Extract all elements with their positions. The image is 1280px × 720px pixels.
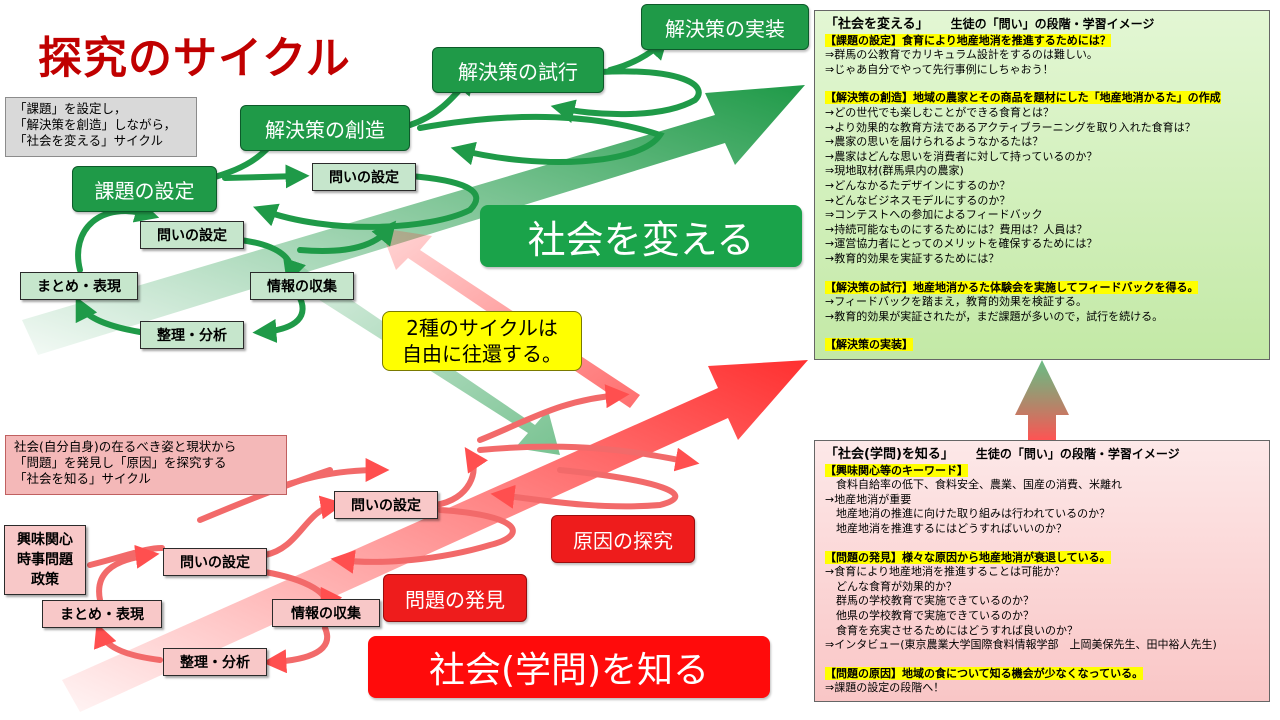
- green-loop-jouhou: [237, 237, 306, 285]
- section-label: 【課題の設定】食育により地産地消を推進するためには？: [825, 33, 1111, 47]
- panel-section-mondai: 【問題の発見】様々な原因から地産地消が衰退している。 →食育により地産地消を推進…: [825, 550, 1259, 653]
- panel-section-keywords: 【興味関心等のキーワード】 食料自給率の低下、食料安全、農業、国産の消費、米離れ…: [825, 463, 1259, 537]
- panel-link-arrow: [1015, 360, 1069, 440]
- section-line: →地産地消が重要: [825, 492, 912, 506]
- section-line: →どの世代でも楽しむことができる食育とは？: [825, 105, 1054, 119]
- box-kaiketsu-jissou: 解決策の実装: [641, 4, 809, 50]
- box-red-seiri: 整理・分析: [163, 648, 267, 676]
- panel-change-society: 「社会を変える」生徒の「問い」の段階・学習イメージ 【課題の設定】食育により地産…: [814, 10, 1270, 360]
- section-line: どんな食育が効果的か？: [825, 579, 957, 593]
- red-loop-matome: [93, 623, 163, 663]
- red-loop-2: [262, 495, 345, 558]
- section-line: →フィードバックを踏まえ，教育的効果を検証する。: [825, 295, 1087, 309]
- section-label: 【問題の原因】地域の食について知る機会が少なくなっている。: [825, 666, 1144, 680]
- box-kaiketsu-shikou: 解決策の試行: [432, 47, 604, 93]
- green-small-2: [252, 173, 480, 230]
- panel-know-society: 「社会(学問)を知る」生徒の「問い」の段階・学習イメージ 【興味関心等のキーワー…: [814, 440, 1270, 702]
- panel-section-souzou: 【解決策の創造】地域の農家とその商品を題材にした「地産地消かるた」の作成 →どの…: [825, 91, 1259, 266]
- section-line: →より効果的な教育方法であるアクティブラーニングを取り入れた食育は？: [825, 120, 1196, 134]
- section-line: 食料自給率の低下、食料安全、農業、国産の消費、米離れ: [825, 478, 1122, 492]
- section-label: 【解決策の実装】: [825, 338, 913, 352]
- section-line: 地産地消を推進するにはどうすればいいのか？: [825, 521, 1067, 535]
- red-left-loop: [96, 544, 160, 603]
- section-line: ⇒コンテストへの参加によるフィードバック: [825, 208, 1043, 222]
- section-line: ⇒インタビュー(東京農業大学国際食料情報学部 上岡美保先生、田中裕人先生): [825, 638, 1217, 652]
- page-title: 探究のサイクル: [38, 33, 351, 84]
- box-mondai-hakken: 問題の発見: [383, 574, 527, 622]
- section-line: →運営協力者にとってのメリットを確保するためには？: [825, 237, 1098, 251]
- box-green-toi-lower: 問いの設定: [140, 221, 244, 249]
- banner-shakai-wo-kaeru: 社会を変える: [480, 205, 802, 267]
- section-line: ⇒現地取材(群馬県内の農家): [825, 164, 964, 178]
- green-loop-matome: [75, 296, 143, 335]
- box-green-toi-upper: 問いの設定: [312, 163, 416, 191]
- section-line: →食育により地産地消を推進することは可能か？: [825, 565, 1065, 579]
- red-loop-4: [477, 384, 630, 443]
- box-kadai-settei: 課題の設定: [72, 166, 217, 212]
- box-kaiketsu-souzou: 解決策の創造: [240, 105, 410, 151]
- section-line: →どんなかるたデザインにするのか？: [825, 178, 1011, 192]
- section-label: 【解決策の創造】地域の農家とその商品を題材にした「地産地消かるた」の作成: [825, 91, 1221, 105]
- green-small-3: [417, 113, 665, 166]
- green-small-1: [222, 164, 310, 189]
- section-line: ⇒じゃあ自分でやって先行事例にしちゃおう！: [825, 62, 1054, 76]
- red-small-2: [477, 443, 700, 472]
- section-line: 群馬の学校教育で実施できているのか？: [825, 594, 1034, 608]
- section-line: →教育的効果を実証するためには？: [825, 251, 1000, 265]
- box-red-matome: まとめ・表現: [42, 600, 162, 628]
- panel-section-genin: 【問題の原因】地域の食について知る機会が少なくなっている。 ⇒課題の設定の段階へ…: [825, 666, 1259, 696]
- panel-section-jissou: 【解決策の実装】: [825, 338, 1259, 353]
- section-line: →農家の思いを届けられるようなかるたは？: [825, 135, 1044, 149]
- section-line: →教育的効果が実証されたが，まだ課題が多いので，試行を続ける。: [825, 309, 1164, 323]
- panel-section-shikou: 【解決策の試行】地産地消かるた体験会を実施してフィードバックを得る。 →フィード…: [825, 280, 1259, 325]
- box-red-jouhou: 情報の収集: [272, 599, 380, 627]
- box-red-toi-upper: 問いの設定: [334, 491, 438, 519]
- banner-shakai-wo-shiru: 社会(学問)を知る: [368, 636, 770, 698]
- section-line: ⇒群馬の公教育でカリキュラム設計をするのは難しい。: [825, 48, 1098, 62]
- panel-section-kadai: 【課題の設定】食育により地産地消を推進するためには？ ⇒群馬の公教育でカリキュラ…: [825, 33, 1259, 78]
- green-small-4: [550, 68, 702, 123]
- panel-heading: 「社会を変える」生徒の「問い」の段階・学習イメージ: [825, 17, 1155, 32]
- box-red-toi-lower: 問いの設定: [163, 548, 267, 576]
- box-green-matome: まとめ・表現: [20, 272, 138, 300]
- green-loop-4: [297, 220, 397, 254]
- box-green-seiri: 整理・分析: [140, 321, 244, 349]
- section-label: 【解決策の試行】地産地消かるた体験会を実施してフィードバックを得る。: [825, 280, 1199, 294]
- section-line: →持続可能なものにするためには？費用は？人員は？: [825, 222, 1088, 236]
- section-line: →どんなビジネスモデルにするのか？: [825, 193, 1011, 207]
- connector-note: 2種のサイクルは 自由に往還する。: [382, 311, 582, 371]
- section-line: 食育を充実させるためにはどうすれば良いのか？: [825, 623, 1078, 637]
- green-main-arrow: [22, 85, 805, 355]
- box-genin-tankyu: 原因の探究: [551, 515, 695, 563]
- note-change-cycle: 「課題」を設定し， 「解決策を創造」しながら， 「社会を変える」サイクル: [5, 97, 197, 157]
- section-label: 【問題の発見】様々な原因から地産地消が衰退している。: [825, 550, 1111, 564]
- section-line: 他県の学校教育で実施できているのか？: [825, 608, 1034, 622]
- red-loop-seiri: [262, 625, 330, 674]
- section-line: →農家はどんな思いを消費者に対して持っているのか？: [825, 149, 1098, 163]
- section-line: 地産地消の推進に向けた取り組みは行われているのか？: [825, 507, 1111, 521]
- red-small-1: [330, 507, 516, 574]
- red-small-3: [490, 467, 679, 510]
- section-line: ⇒課題の設定の段階へ！: [825, 681, 945, 695]
- section-label: 【興味関心等のキーワード】: [825, 463, 968, 477]
- green-loop-seiri: [252, 295, 306, 343]
- box-green-jouhou: 情報の収集: [250, 272, 354, 300]
- box-interest-keywords: 興味関心 時事問題 政策: [4, 525, 86, 595]
- red-loop-3: [432, 447, 488, 508]
- panel-heading: 「社会(学問)を知る」生徒の「問い」の段階・学習イメージ: [825, 447, 1180, 462]
- note-know-cycle: 社会(自分自身)の在るべき姿と現状から 「問題」を発見し「原因」を探究する 「社…: [5, 435, 287, 495]
